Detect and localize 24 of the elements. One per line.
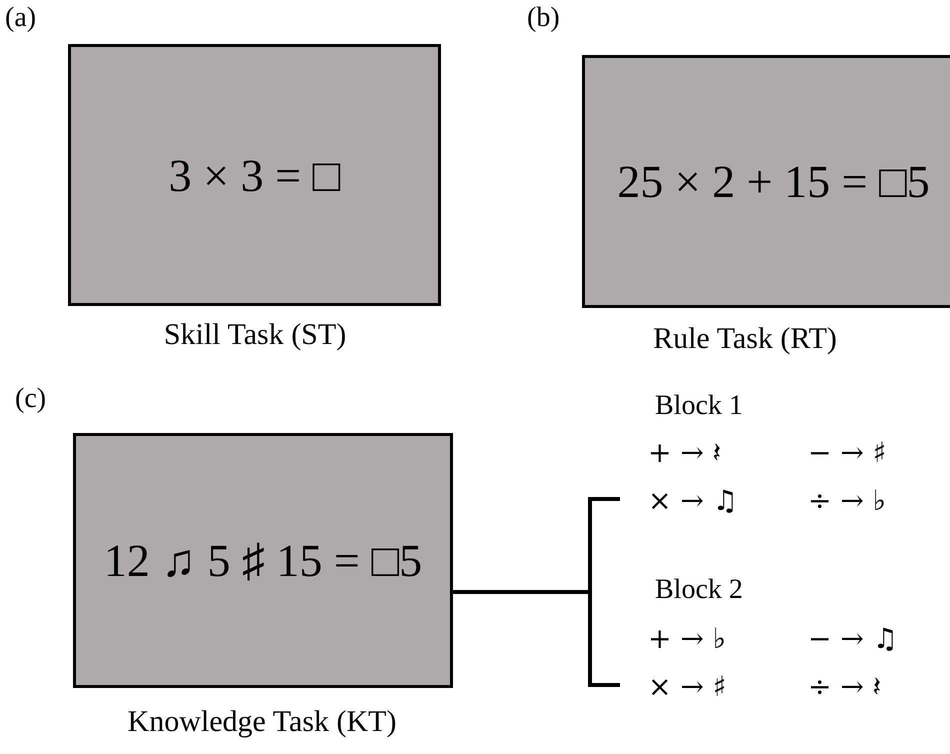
- block-heading: Block 1: [655, 390, 743, 422]
- task-box: [73, 433, 453, 688]
- mapping-rule: + → 𝄽: [648, 436, 722, 470]
- mapping-rule: × → ♫: [648, 484, 738, 517]
- mapping-rule: × → ♯: [648, 670, 726, 703]
- task-caption: Skill Task (ST): [164, 318, 346, 352]
- task-caption: Knowledge Task (KT): [128, 705, 396, 739]
- panel-label: (c): [15, 383, 46, 415]
- bracket: [588, 497, 620, 687]
- task-box: [68, 44, 441, 306]
- block-heading: Block 2: [655, 574, 743, 606]
- mapping-rule: ÷ → 𝄽: [808, 670, 882, 704]
- equation: 12 ♫ 5 ♯ 15 = □5: [104, 534, 422, 587]
- equation: 25 × 2 + 15 = □5: [617, 155, 930, 208]
- mapping-rule: − → ♫: [808, 622, 898, 655]
- task-box: [582, 55, 950, 308]
- mapping-rule: + → ♭: [648, 622, 726, 655]
- panel-label: (a): [5, 2, 36, 34]
- connector-line: [453, 590, 588, 594]
- task-caption: Rule Task (RT): [653, 322, 837, 356]
- mapping-rule: ÷ → ♭: [808, 484, 886, 517]
- equation: 3 × 3 = □: [168, 148, 340, 202]
- mapping-rule: − → ♯: [808, 436, 886, 469]
- panel-label: (b): [527, 2, 560, 34]
